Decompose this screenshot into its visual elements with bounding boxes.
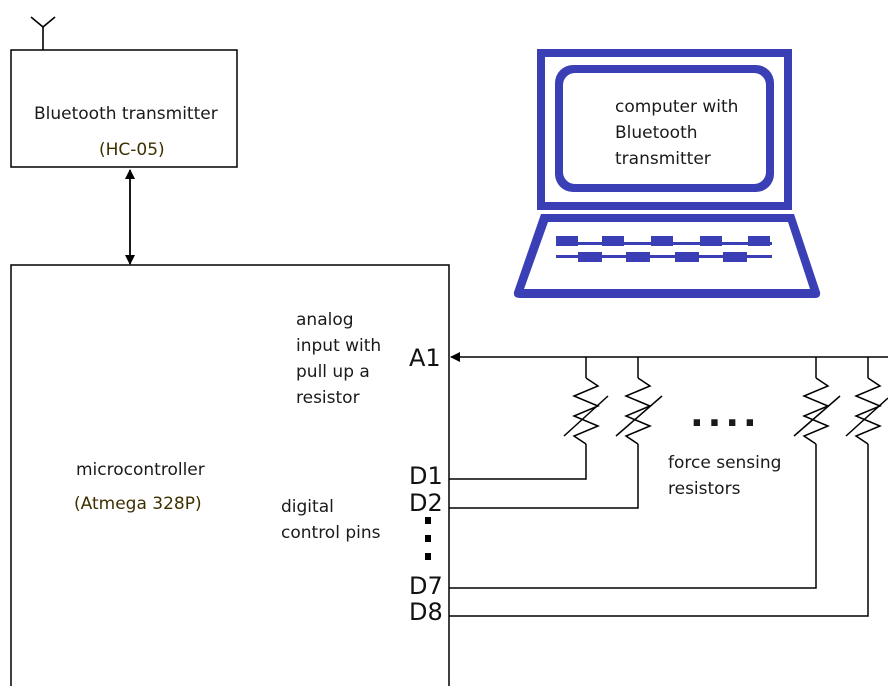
pin-d2-label: D2 — [409, 489, 443, 517]
bluetooth-module-model: (HC-05) — [99, 140, 165, 160]
computer-label-line3: transmitter — [615, 149, 711, 169]
pin-a1-label: A1 — [409, 344, 441, 372]
analog-input-line1: analog — [296, 310, 354, 330]
sensors-label-line2: resistors — [668, 479, 741, 499]
microcontroller-title: microcontroller — [76, 460, 205, 480]
fsr1-variable-mark — [563, 395, 609, 437]
vertical-ellipsis — [425, 517, 431, 560]
analog-input-line3: pull up a — [296, 362, 370, 382]
force-sensing-resistor-2 — [624, 377, 652, 445]
bluetooth-module-box — [10, 49, 238, 168]
analog-input-line4: resistor — [296, 388, 360, 408]
digital-pins-line1: digital — [281, 497, 334, 517]
fsr3-variable-mark — [793, 395, 841, 437]
fsr4-variable-mark — [845, 397, 888, 437]
d8-wire — [449, 444, 869, 617]
analog-input-line2: input with — [296, 336, 382, 356]
force-sensing-resistor-1 — [572, 377, 600, 445]
force-sensing-resistor-3 — [802, 377, 830, 445]
computer-label-line1: computer with — [615, 97, 739, 117]
d7-wire — [449, 444, 817, 589]
horizontal-ellipsis: .... — [690, 394, 761, 435]
computer-icon — [513, 49, 821, 298]
pin-d8-label: D8 — [409, 598, 443, 626]
pin-d1-label: D1 — [409, 462, 443, 490]
pin-d7-label: D7 — [409, 572, 443, 600]
computer-label-line2: Bluetooth — [615, 123, 698, 143]
digital-pins-line2: control pins — [281, 523, 381, 543]
sensors-label-line1: force sensing — [668, 453, 782, 473]
antenna-icon — [30, 16, 56, 50]
force-sensing-resistor-4 — [854, 377, 882, 445]
d1-wire — [449, 444, 587, 480]
fsr2-variable-mark — [615, 395, 663, 437]
microcontroller-model: (Atmega 328P) — [74, 494, 202, 514]
d2-wire — [449, 444, 639, 509]
bluetooth-module-title: Bluetooth transmitter — [34, 104, 218, 124]
microcontroller-box — [10, 264, 450, 686]
